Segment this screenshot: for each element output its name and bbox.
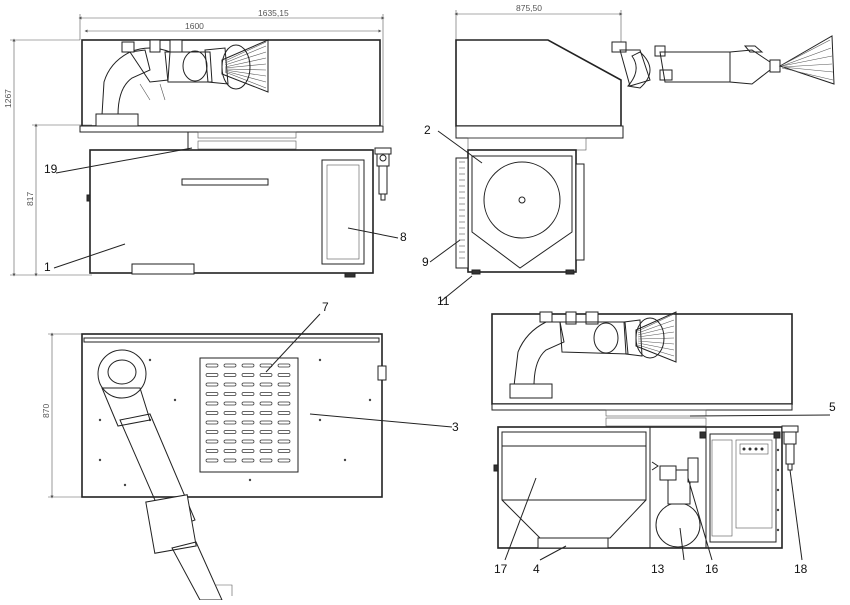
- callout-4: 4: [533, 562, 540, 576]
- section-air-filter: [781, 425, 799, 471]
- grille-slot: [277, 439, 291, 444]
- grille-slot: [241, 411, 255, 415]
- dim-front-cabinet-width: 1600: [185, 21, 204, 31]
- section-electrical-box: [709, 433, 777, 543]
- top-grille-plate: [199, 357, 299, 473]
- grille-slot: [277, 449, 291, 453]
- section-motor: [655, 502, 701, 548]
- top-arm: [97, 349, 233, 601]
- front-slot: [181, 178, 269, 186]
- grille-slot: [259, 382, 273, 387]
- grille-slot: [259, 439, 273, 444]
- section-arm: [509, 311, 677, 399]
- grille-slot: [205, 439, 219, 444]
- grille-slot: [241, 449, 255, 453]
- grille-slot: [259, 363, 273, 368]
- callout-17: 17: [494, 562, 508, 576]
- grille-slot: [277, 363, 291, 368]
- dim-top-depth: 870: [41, 404, 51, 418]
- grille-slot: [241, 458, 255, 463]
- front-arm: [95, 39, 269, 127]
- grille-slot: [205, 401, 219, 406]
- front-side-panel: [321, 159, 365, 265]
- section-drawer: [537, 537, 609, 549]
- grille-slot: [241, 382, 255, 387]
- grille-slot: [277, 373, 291, 377]
- grille-slot: [205, 392, 219, 396]
- grille-slot: [223, 401, 237, 406]
- callout-2: 2: [424, 123, 431, 137]
- grille-slot: [259, 392, 273, 396]
- callouts: 1 2 3 4 5 7 8 9 11 13 16 17 18 19: [44, 123, 836, 576]
- grille-slot: [205, 449, 219, 453]
- side-view: 875,50: [454, 3, 835, 275]
- callout-13: 13: [651, 562, 665, 576]
- grille-slot: [259, 449, 273, 453]
- grille-slot: [259, 373, 273, 377]
- grille-slot: [223, 392, 237, 396]
- grille-slot: [277, 458, 291, 463]
- top-view: 870: [41, 332, 387, 601]
- side-arm: [611, 35, 835, 89]
- grille-slot: [277, 401, 291, 406]
- grille-slot: [223, 449, 237, 453]
- grille-slot: [259, 401, 273, 406]
- grille-slot: [241, 439, 255, 444]
- grille-slot: [277, 430, 291, 434]
- grille-slot: [277, 392, 291, 396]
- grille-slot: [205, 458, 219, 463]
- callout-7: 7: [322, 300, 329, 314]
- grille-slot: [277, 411, 291, 415]
- grille-slot: [223, 420, 237, 425]
- callout-3: 3: [452, 420, 459, 434]
- callout-19: 19: [44, 162, 58, 176]
- grille-slot: [205, 411, 219, 415]
- grille-slot: [277, 420, 291, 425]
- dim-front-total-height: 1267: [3, 89, 13, 108]
- side-grille: [455, 157, 469, 269]
- section-hopper: [501, 431, 647, 539]
- grille-slot: [241, 420, 255, 425]
- grille-slot: [259, 420, 273, 425]
- callout-18: 18: [794, 562, 808, 576]
- section-view: [491, 311, 799, 549]
- callout-16: 16: [705, 562, 719, 576]
- top-grille-slots: [205, 363, 291, 463]
- grille-slot: [205, 382, 219, 387]
- callout-11: 11: [437, 294, 450, 308]
- callout-5: 5: [829, 400, 836, 414]
- grille-slot: [223, 439, 237, 444]
- grille-slot: [277, 382, 291, 387]
- grille-slot: [223, 373, 237, 377]
- grille-slot: [241, 430, 255, 434]
- grille-slot: [205, 430, 219, 434]
- front-air-filter: [374, 147, 392, 201]
- grille-slot: [223, 411, 237, 415]
- grille-slot: [241, 401, 255, 406]
- grille-slot: [205, 420, 219, 425]
- grille-slot: [223, 458, 237, 463]
- grille-slot: [205, 363, 219, 368]
- grille-slot: [241, 373, 255, 377]
- grille-slot: [259, 430, 273, 434]
- grille-slot: [241, 363, 255, 368]
- callout-9: 9: [422, 255, 429, 269]
- side-drum: [483, 161, 561, 239]
- grille-slot: [223, 363, 237, 368]
- grille-slot: [205, 373, 219, 377]
- grille-slot: [259, 411, 273, 415]
- grille-slot: [223, 382, 237, 387]
- dim-side-width: 875,50: [516, 3, 542, 13]
- grille-slot: [223, 430, 237, 434]
- grille-slot: [241, 392, 255, 396]
- front-drawer: [131, 263, 195, 275]
- dim-front-total-width: 1635,15: [258, 8, 289, 18]
- callout-1: 1: [44, 260, 51, 274]
- front-view: 1635,15 1600 1267 817: [3, 8, 392, 278]
- grille-slot: [259, 458, 273, 463]
- dim-front-cabinet-height: 817: [25, 192, 35, 206]
- callout-8: 8: [400, 230, 407, 244]
